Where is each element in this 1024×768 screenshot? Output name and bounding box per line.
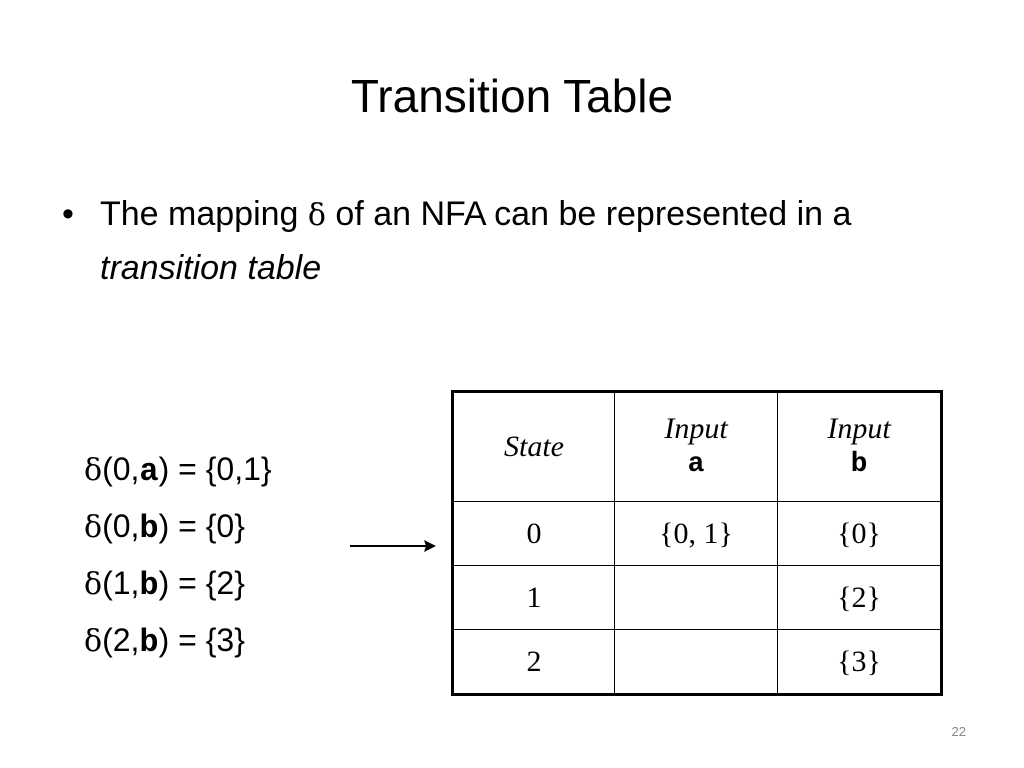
slide-title: Transition Table xyxy=(350,70,674,122)
header-label: Input xyxy=(827,412,891,445)
table-cell: 0 xyxy=(452,501,615,566)
delta-line: δ(1,b) = {2} xyxy=(84,556,272,613)
delta-result: ) = {0,1} xyxy=(158,451,272,487)
table-cell: {3} xyxy=(777,629,942,695)
table-cell xyxy=(614,565,778,630)
bullet-text: The mapping δ of an NFA can be represent… xyxy=(100,188,950,294)
delta-result: ) = {3} xyxy=(158,622,245,658)
table-cell: {0} xyxy=(777,501,942,566)
header-label: State xyxy=(504,430,564,463)
delta-line: δ(0,b) = {0} xyxy=(84,499,272,556)
header-input-b: Input b xyxy=(777,391,942,502)
input-symbol: a xyxy=(139,453,159,490)
delta-symbol: δ xyxy=(84,567,103,602)
bullet-marker: • xyxy=(62,195,74,233)
table-row: 2 {3} xyxy=(452,629,942,695)
delta-args-open: (2, xyxy=(102,622,140,658)
input-symbol: b xyxy=(139,510,159,547)
header-label: Input xyxy=(664,412,728,445)
bullet-emphasis: transition table xyxy=(100,249,322,287)
delta-result: ) = {2} xyxy=(158,565,245,601)
table-cell: {0, 1} xyxy=(614,501,778,566)
page-number: 22 xyxy=(951,724,966,739)
table-header-row: State Input a Input b xyxy=(452,391,942,502)
delta-line: δ(0,a) = {0,1} xyxy=(84,442,272,499)
header-symbol: a xyxy=(687,449,705,480)
header-state: State xyxy=(452,391,615,502)
delta-result: ) = {0} xyxy=(158,508,245,544)
input-symbol: b xyxy=(139,567,159,604)
delta-symbol: δ xyxy=(84,624,103,659)
table-cell: 2 xyxy=(452,629,615,695)
transition-table: State Input a Input b 0 {0, 1} {0} 1 xyxy=(451,390,943,696)
header-input-a: Input a xyxy=(614,391,778,502)
delta-function-list: δ(0,a) = {0,1} δ(0,b) = {0} δ(1,b) = {2}… xyxy=(84,442,272,670)
bullet-text-after: of an NFA can be represented in a xyxy=(325,195,852,233)
delta-line: δ(2,b) = {3} xyxy=(84,613,272,670)
table-cell: 1 xyxy=(452,565,615,630)
delta-symbol: δ xyxy=(307,198,326,233)
delta-symbol: δ xyxy=(84,510,103,545)
delta-symbol: δ xyxy=(84,453,103,488)
bullet-text-before: The mapping xyxy=(100,195,308,233)
delta-args-open: (0, xyxy=(102,508,140,544)
table-row: 1 {2} xyxy=(452,565,942,630)
delta-args-open: (0, xyxy=(102,451,140,487)
table-row: 0 {0, 1} {0} xyxy=(452,501,942,566)
header-symbol: b xyxy=(850,449,868,480)
delta-args-open: (1, xyxy=(102,565,140,601)
table-cell: {2} xyxy=(777,565,942,630)
table-cell xyxy=(614,629,778,695)
input-symbol: b xyxy=(139,624,159,661)
right-arrow-icon xyxy=(350,540,436,552)
